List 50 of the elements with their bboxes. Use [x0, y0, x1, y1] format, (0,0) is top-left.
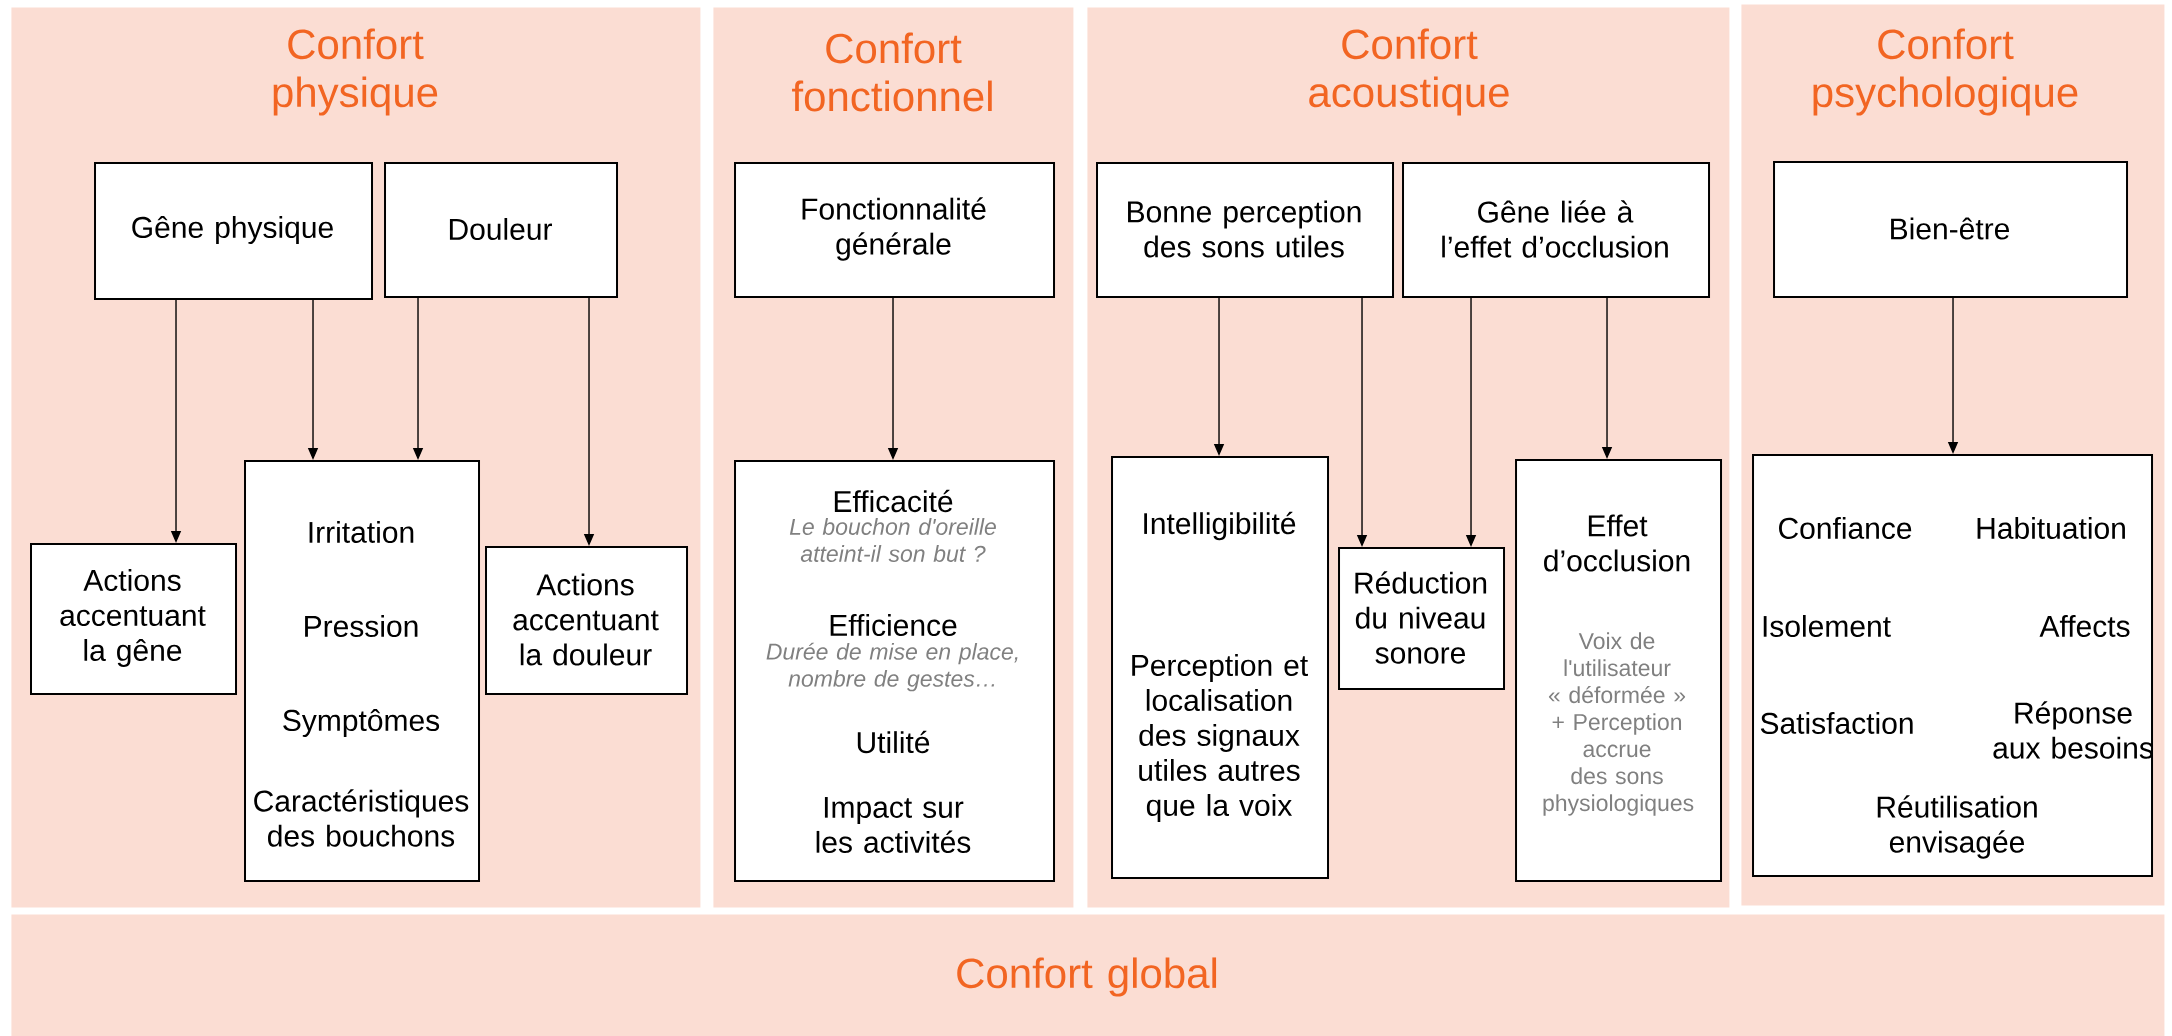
criterion-text: Impact sur les activités: [816, 797, 971, 853]
criterion-text: Confiance: [1779, 517, 1912, 539]
criteria-box: [1111, 456, 1329, 879]
criterion-text: Efficacité: [834, 489, 953, 513]
criterion-text: Utilité: [857, 730, 930, 754]
criterion-text: Intelligibilité: [1144, 511, 1296, 541]
criterion-text: Bonne perception des sons utiles: [1128, 200, 1361, 258]
criterion-box: [1773, 161, 2128, 298]
criterion-text: Pression: [305, 615, 418, 637]
criterion-text: Réutilisation envisagée: [1877, 795, 2037, 859]
panel-title: Confort psychologique: [1813, 28, 2078, 116]
criterion-box: [1402, 162, 1710, 298]
criterion-box: [384, 162, 618, 298]
criterion-text: Réduction du niveau sonore: [1355, 571, 1487, 664]
panel-title: Confort acoustique: [1309, 28, 1509, 116]
criterion-text: Symptômes: [283, 708, 440, 737]
criterion-text: Satisfaction: [1760, 712, 1913, 734]
panel-title: Confort physique: [273, 28, 438, 116]
criterion-text: Effet d’occlusion: [1544, 514, 1690, 572]
criterion-text: Perception et localisation des signaux utiles autres que la voix: [1132, 654, 1308, 822]
criterion-text: Caractéristiques des bouchons: [254, 789, 469, 847]
criterion-text: Douleur: [449, 218, 552, 240]
criterion-box: [485, 546, 688, 695]
criterion-text: Bien-être: [1891, 217, 2009, 240]
criterion-text: Gêne physique: [132, 215, 333, 244]
criteria-box: [1752, 454, 2153, 877]
criterion-text: Affects: [2039, 615, 2130, 637]
criteria-box: [244, 460, 480, 882]
criterion-text: Efficience: [830, 614, 957, 636]
global-band: [11, 914, 2165, 1036]
criterion-box: [1096, 162, 1394, 298]
criterion-text: Irritation: [309, 521, 414, 543]
criterion-text: Gêne liée à l’effet d’occlusion: [1442, 200, 1668, 258]
criteria-box: [734, 460, 1055, 882]
criterion-text: Actions accentuant la gêne: [60, 569, 206, 667]
criterion-box: [734, 162, 1055, 298]
panel-title: Confort global: [957, 957, 1217, 997]
criterion-text: Actions accentuant la douleur: [513, 573, 659, 666]
criterion-text: Réponse aux besoins: [1993, 701, 2153, 759]
note-text: Le bouchon d'oreille atteint-il son but ?: [789, 518, 996, 562]
criterion-box: [1338, 547, 1505, 690]
note-text: Durée de mise en place, nombre de gestes…: [766, 642, 1018, 692]
criterion-box: [30, 543, 237, 695]
criterion-text: Fonctionnalité générale: [802, 197, 986, 261]
criteria-box: [1515, 459, 1722, 882]
panel-title: Confort fonctionnel: [792, 32, 992, 112]
criterion-box: [94, 162, 373, 300]
criterion-text: Habituation: [1977, 517, 2125, 539]
criterion-text: Isolement: [1763, 615, 1891, 637]
note-text: Voix de l'utilisateur « déformée » + Perception accrue des sons physiologiques: [1543, 632, 1694, 816]
